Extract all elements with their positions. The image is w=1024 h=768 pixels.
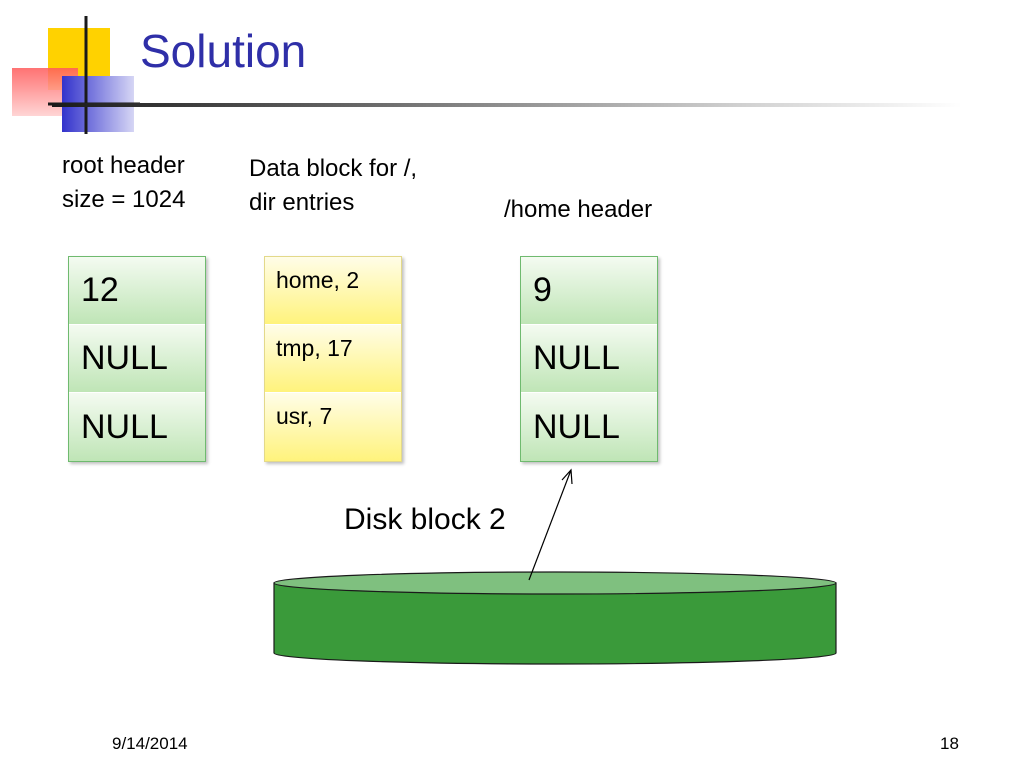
home-header-cell: 9 [521,257,657,325]
home-header-cell: NULL [521,393,657,461]
footer-date: 9/14/2014 [112,734,188,753]
dir-entry-cell: home, 2 [265,257,401,325]
arrowhead-icon [561,468,573,485]
root-header-cell: NULL [69,393,205,461]
slide-title: Solution [140,25,307,77]
slide-logo-decoration [12,16,140,134]
disk-block-label: Disk block 2 [344,503,506,536]
dir-entry-cell: usr, 7 [265,393,401,461]
root-header-block: 12 NULL NULL [68,256,206,462]
root-header-cell: NULL [69,325,205,393]
page-number: 18 [940,734,959,753]
title-divider [52,103,962,107]
home-header-cell: NULL [521,325,657,393]
root-header-cell: 12 [69,257,205,325]
home-header-block: 9 NULL NULL [520,256,658,462]
data-block-label: Data block for /, dir entries [249,155,418,216]
disk-body [273,582,837,665]
root-header-label: root header size = 1024 [62,152,186,213]
home-header-label: /home header [504,196,653,223]
pointer-arrow [528,469,572,581]
disk-top [273,571,837,595]
dir-entry-cell: tmp, 17 [265,325,401,393]
data-block: home, 2 tmp, 17 usr, 7 [264,256,402,462]
